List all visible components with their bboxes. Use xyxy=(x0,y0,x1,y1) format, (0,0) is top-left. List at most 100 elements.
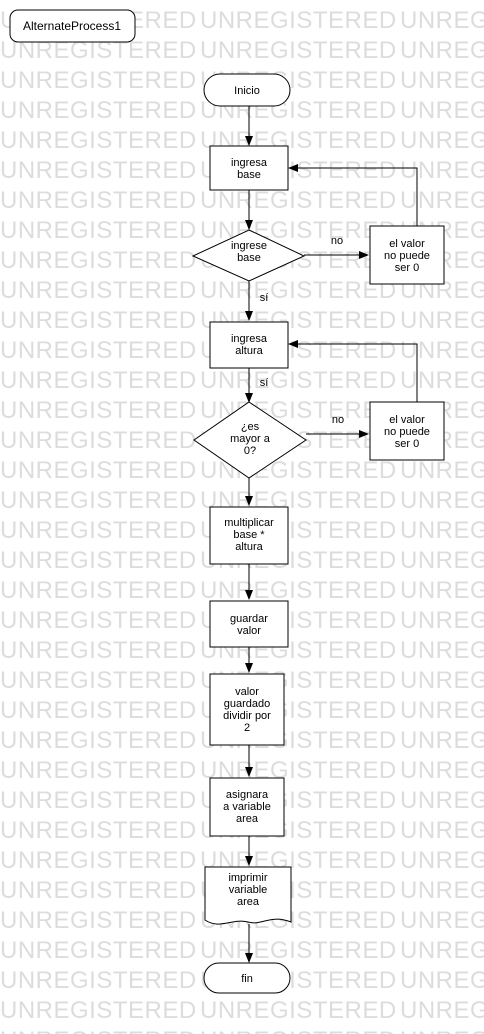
watermark-text: UNREGISTERED xyxy=(0,217,197,244)
watermark-text: UNREGISTERED xyxy=(0,397,197,424)
watermark-text: UNREGISTERED xyxy=(400,457,484,484)
watermark-text: UNREGISTERED xyxy=(400,697,484,724)
watermark-text: UNREGISTERED xyxy=(200,7,397,34)
watermark-text: UNREGISTERED xyxy=(0,427,197,454)
node-label-line: el valor xyxy=(389,238,425,250)
node-label-line: fin xyxy=(241,973,253,985)
edge-labels: no sí sí no xyxy=(260,235,344,426)
watermark-text: UNREGISTERED xyxy=(0,577,197,604)
watermark-text: UNREGISTERED xyxy=(400,937,484,964)
node-label-line: no puede xyxy=(384,426,430,438)
node-label-line: guardado xyxy=(224,698,271,710)
edge-label-altura-si: sí xyxy=(260,377,269,389)
watermark-text: UNREGISTERED xyxy=(200,277,397,304)
edge-error-altura-back xyxy=(288,340,418,402)
node-label-line: area xyxy=(237,896,260,908)
watermark-text: UNREGISTERED xyxy=(400,727,484,754)
watermark-text: UNREGISTERED xyxy=(400,367,484,394)
edge-error-base-back xyxy=(288,164,418,226)
watermark-text: UNREGISTERED xyxy=(400,157,484,184)
node-inicio[interactable]: Inicio xyxy=(203,73,291,107)
watermark-text: UNREGISTERED xyxy=(400,817,484,844)
watermark-text: UNREGISTERED xyxy=(0,727,197,754)
watermark-text: UNREGISTERED xyxy=(0,97,197,124)
watermark-text: UNREGISTERED xyxy=(0,277,197,304)
watermark-text: UNREGISTERED xyxy=(0,697,197,724)
node-fin[interactable]: fin xyxy=(203,962,291,994)
watermark-text: UNREGISTERED xyxy=(400,607,484,634)
node-label-line: Inicio xyxy=(234,85,260,97)
edges xyxy=(245,106,418,963)
watermark-text: UNREGISTERED xyxy=(0,187,197,214)
watermark-text: UNREGISTERED xyxy=(200,37,397,64)
watermark-text: UNREGISTERED xyxy=(200,187,397,214)
node-label-line: ser 0 xyxy=(395,262,419,274)
edge-label-altura-no: no xyxy=(332,414,344,426)
watermark-text: UNREGISTERED xyxy=(400,847,484,874)
node-label-line: el valor xyxy=(389,414,425,426)
watermark-text: UNREGISTERED xyxy=(0,367,197,394)
node-label-line: guardar xyxy=(230,613,268,625)
watermark-text: UNREGISTERED xyxy=(0,637,197,664)
watermark-text: UNREGISTERED xyxy=(400,517,484,544)
node-fin-label: fin xyxy=(241,973,253,985)
watermark-text: UNREGISTERED xyxy=(400,787,484,814)
node-label-line: base * xyxy=(233,529,265,541)
node-label-line: ¿es xyxy=(241,421,260,433)
watermark-text: UNREGISTERED xyxy=(400,877,484,904)
node-label-line: ingresa xyxy=(231,157,268,169)
watermark-text: UNREGISTERED xyxy=(400,667,484,694)
node-label-line: a variable xyxy=(223,801,271,813)
watermark-text: UNREGISTERED xyxy=(0,757,197,784)
watermark-text: UNREGISTERED xyxy=(400,337,484,364)
node-label-line: no puede xyxy=(384,250,430,262)
frame-title: AlternateProcess1 xyxy=(23,19,121,33)
node-label-line: base xyxy=(237,252,261,264)
node-label-line: ser 0 xyxy=(395,438,419,450)
watermark-text: UNREGISTERED xyxy=(400,967,484,994)
watermark-text: UNREGISTERED xyxy=(0,847,197,874)
watermark-text: UNREGISTERED xyxy=(0,817,197,844)
watermark-text: UNREGISTERED xyxy=(0,67,197,94)
watermark-text: UNREGISTERED xyxy=(0,157,197,184)
watermark-text: UNREGISTERED xyxy=(200,997,397,1024)
node-label-line: altura xyxy=(235,541,263,553)
node-label-line: 2 xyxy=(244,722,250,734)
watermark-text: UNREGISTERED xyxy=(0,247,197,274)
node-label-line: imprimir xyxy=(228,872,267,884)
node-label-line: ingresa xyxy=(231,333,268,345)
watermark-text: UNREGISTERED xyxy=(400,127,484,154)
watermark-text: UNREGISTERED xyxy=(0,337,197,364)
node-label-line: altura xyxy=(235,345,263,357)
watermark-text: UNREGISTERED xyxy=(0,517,197,544)
watermark-text: UNREGISTERED xyxy=(0,547,197,574)
edge-label-base-si: sí xyxy=(260,292,269,304)
node-label-line: valor xyxy=(237,625,261,637)
node-label-line: area xyxy=(236,813,259,825)
watermark-text: UNREGISTERED xyxy=(0,1027,197,1034)
watermark-text: UNREGISTERED xyxy=(400,307,484,334)
watermark-text: UNREGISTERED xyxy=(0,967,197,994)
watermark-text: UNREGISTERED xyxy=(400,757,484,784)
node-label-line: base xyxy=(237,169,261,181)
watermark-text: UNREGISTERED xyxy=(200,577,397,604)
watermark-text: UNREGISTERED xyxy=(0,787,197,814)
